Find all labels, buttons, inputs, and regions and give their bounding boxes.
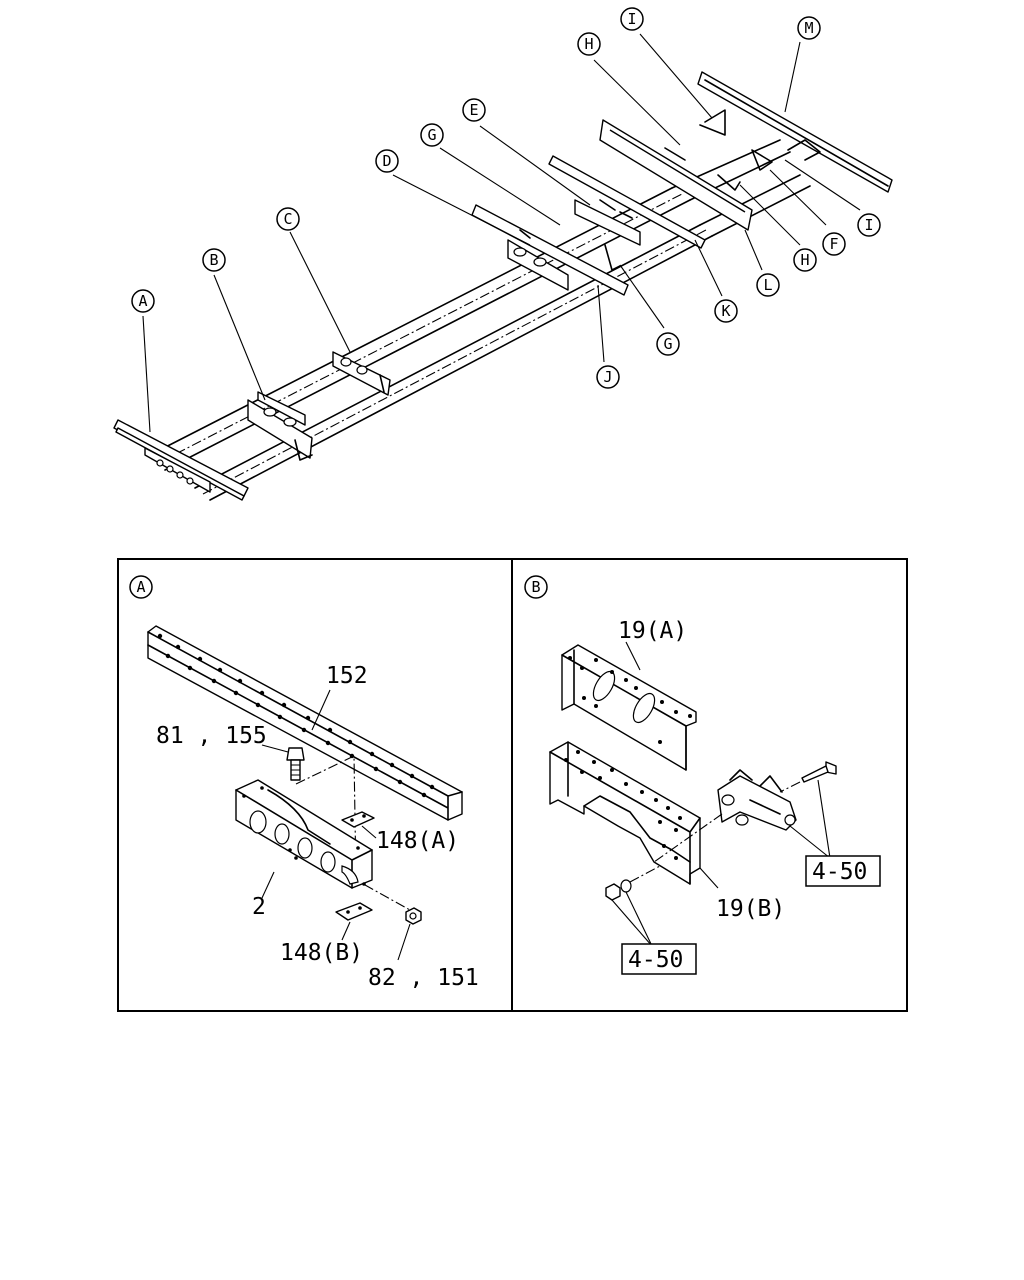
leader-19a [625, 641, 641, 671]
callout-k: K [714, 299, 738, 323]
bolt-centerline-b [653, 781, 801, 863]
label-81-155: 81 , 155 [156, 723, 267, 749]
label-152: 152 [326, 663, 368, 689]
callout-b: B [202, 248, 226, 272]
svg-text:J: J [603, 368, 612, 386]
svg-text:G: G [427, 126, 436, 144]
crossmember-b [247, 391, 313, 461]
frame-overview: A B C D G E H I M G J K L H F I [113, 7, 893, 501]
part-148b-plate [335, 902, 373, 921]
callout-f: F [822, 232, 846, 256]
leader-2 [261, 871, 275, 899]
crossmember-c [332, 351, 391, 396]
rear-rail [671, 139, 811, 237]
crossmember-d [471, 204, 629, 296]
part-19b-bracket [549, 741, 701, 885]
crossmember-a [113, 419, 249, 501]
leader-ref-upper-b [789, 825, 831, 859]
ref-box-upper[interactable] [805, 855, 881, 887]
callout-l: L [756, 273, 780, 297]
callout-leaders [142, 33, 861, 433]
callout-a: A [131, 289, 155, 313]
rail-centerline [159, 193, 707, 495]
crossmember-e [548, 155, 706, 249]
svg-text:F: F [829, 235, 838, 253]
label-148a: 148(A) [376, 828, 459, 854]
detail-b: B 19(A) [524, 575, 881, 975]
detail-b-label: B [531, 578, 540, 596]
callout-e: E [462, 98, 486, 122]
label-148b: 148(B) [280, 940, 363, 966]
callout-c: C [276, 207, 300, 231]
svg-text:M: M [804, 19, 813, 37]
leader-19b [699, 867, 719, 889]
leader-81-155 [261, 744, 289, 753]
part-2-crossmember [235, 779, 373, 889]
leader-ref-lower-b [625, 891, 653, 947]
svg-text:B: B [209, 251, 218, 269]
leader-ref-lower-a [611, 899, 653, 947]
detail-a: A 152 81 , 155 [129, 575, 479, 991]
svg-text:I: I [627, 10, 636, 28]
svg-text:I: I [864, 216, 873, 234]
part-81-155-bolt [286, 747, 305, 781]
leader-ref-upper-a [817, 779, 831, 859]
right-rail [194, 224, 713, 501]
nut-centerline [629, 865, 661, 883]
svg-text:A: A [138, 292, 147, 310]
svg-text:K: K [721, 302, 730, 320]
callout-g-lower: G [656, 332, 680, 356]
part-152-crossmember [147, 625, 463, 821]
callout-i-upper: I [620, 7, 644, 31]
label-82-151: 82 , 151 [368, 965, 479, 991]
callout-j: J [596, 365, 620, 389]
part-82-151-nut [405, 907, 422, 925]
leader-152 [311, 689, 331, 731]
detail-a-label: A [136, 578, 145, 596]
spring-hanger [717, 769, 797, 831]
leader-148a [361, 825, 377, 839]
part-148a-plate [341, 811, 375, 828]
crossmember-h [599, 119, 753, 231]
callout-m: M [797, 16, 821, 40]
callout-d: D [375, 149, 399, 173]
label-19b: 19(B) [716, 896, 785, 922]
leader-82-151 [397, 923, 411, 961]
svg-text:D: D [382, 152, 391, 170]
label-2: 2 [252, 894, 266, 920]
crossmember-m [697, 71, 893, 193]
hanger-bolt [801, 761, 837, 783]
svg-text:H: H [584, 35, 593, 53]
svg-text:L: L [763, 276, 772, 294]
svg-text:C: C [283, 210, 292, 228]
svg-text:H: H [800, 251, 809, 269]
callout-h-lower: H [793, 248, 817, 272]
part-19a-bracket [561, 644, 697, 771]
callout-h-upper: H [577, 32, 601, 56]
leader-148b [341, 921, 351, 941]
callout-g-upper: G [420, 123, 444, 147]
svg-text:G: G [663, 335, 672, 353]
label-19a: 19(A) [618, 618, 687, 644]
callout-i-lower: I [857, 213, 881, 237]
svg-text:E: E [469, 101, 478, 119]
ref-label-upper[interactable]: 4-50 [812, 859, 867, 885]
nut-and-washer [605, 879, 632, 901]
ref-box-lower[interactable] [621, 943, 697, 975]
left-rail [149, 187, 691, 471]
ref-label-lower[interactable]: 4-50 [628, 947, 683, 973]
